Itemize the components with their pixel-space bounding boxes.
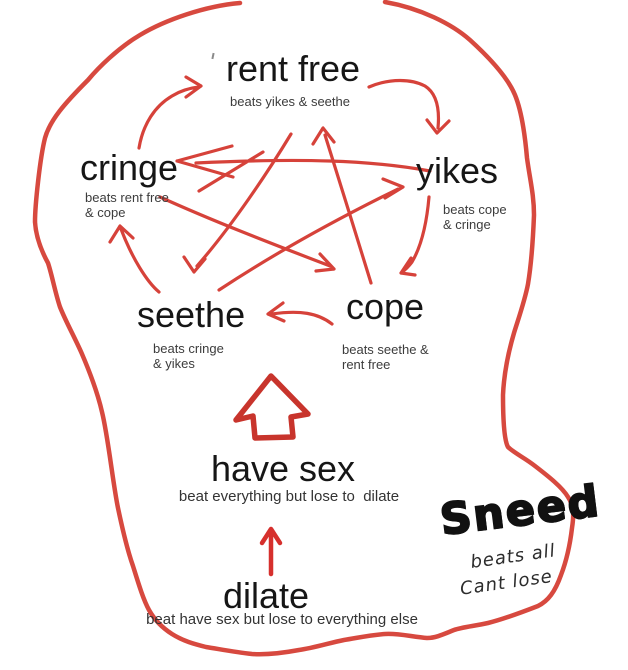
caption-dilate: beat have sex but lose to everything els… xyxy=(146,611,418,628)
arrow-cope-to-seethe xyxy=(266,301,334,326)
blob-outline xyxy=(32,0,576,657)
arrow-cringe-to-cope xyxy=(158,195,336,273)
node-yikes: yikes xyxy=(416,150,499,191)
caption-cringe: beats rent free & cope xyxy=(85,190,169,220)
arrow-cope-to-rentfree xyxy=(311,126,373,285)
arrow-cringe-to-rentfree xyxy=(137,75,203,150)
caption-have-sex: beat everything but lose to dilate xyxy=(178,488,400,505)
block-arrow-up xyxy=(233,373,311,441)
node-have-sex: have sex xyxy=(210,448,356,489)
arrow-dilate-to-havesex xyxy=(259,526,283,577)
node-seethe: seethe xyxy=(137,294,246,335)
arrow-yikes-to-cringe xyxy=(175,144,432,193)
arrow-seethe-to-yikes xyxy=(217,177,405,292)
caption-yikes: beats cope & cringe xyxy=(443,202,507,232)
caption-rent-free: beats yikes & seethe xyxy=(230,94,350,109)
arrow-seethe-to-cringe xyxy=(108,224,161,294)
node-dilate: dilate xyxy=(222,575,310,616)
arrow-rentfree-to-seethe xyxy=(182,132,293,274)
caption-cope: beats seethe & rent free xyxy=(342,342,429,372)
node-cringe: cringe xyxy=(80,147,179,188)
arrow-yikes-to-cope xyxy=(399,195,431,277)
arrow-rentfree-to-yikes xyxy=(367,78,451,135)
node-cope: cope xyxy=(346,286,425,327)
node-rent-free: rent free xyxy=(225,48,361,89)
caption-seethe: beats cringe & yikes xyxy=(153,341,224,371)
